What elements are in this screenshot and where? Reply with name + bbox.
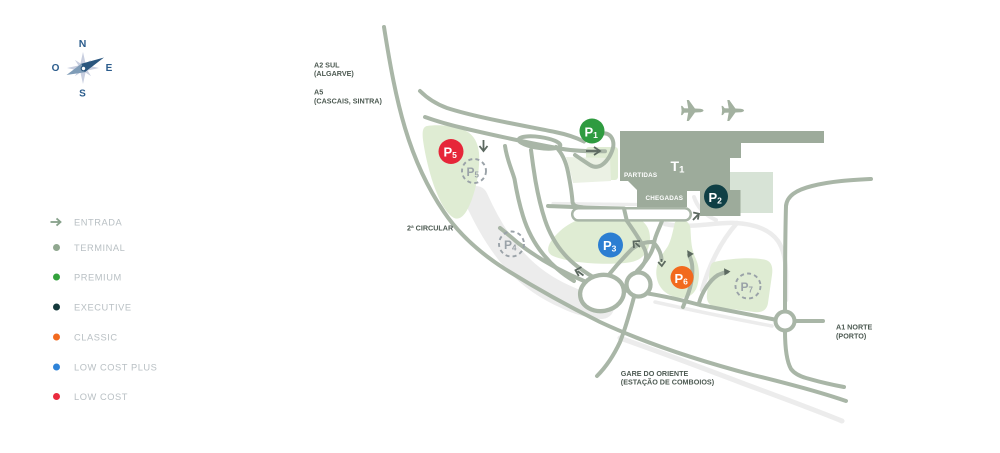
svg-text:(PORTO): (PORTO) [836,331,867,340]
svg-text:S: S [79,89,86,100]
svg-text:EXECUTIVE: EXECUTIVE [74,302,132,312]
svg-text:(ESTAÇÃO DE COMBOIOS): (ESTAÇÃO DE COMBOIOS) [621,378,715,387]
svg-text:TERMINAL: TERMINAL [74,243,125,253]
svg-text:PREMIUM: PREMIUM [74,272,122,282]
svg-text:CLASSIC: CLASSIC [74,332,118,342]
svg-text:A1 NORTE: A1 NORTE [836,323,873,332]
svg-text:GARE DO ORIENTE: GARE DO ORIENTE [621,369,689,378]
svg-text:LOW COST PLUS: LOW COST PLUS [74,362,157,372]
svg-text:PARTIDAS: PARTIDAS [624,172,657,179]
svg-text:CHEGADAS: CHEGADAS [646,195,684,202]
svg-text:2ª CIRCULAR: 2ª CIRCULAR [407,224,454,233]
svg-text:A2 SUL: A2 SUL [314,61,340,70]
svg-text:O: O [52,63,60,74]
svg-text:A5: A5 [314,88,323,97]
svg-text:E: E [106,63,113,74]
svg-text:(ALGARVE): (ALGARVE) [314,69,354,78]
svg-text:ENTRADA: ENTRADA [74,217,123,227]
svg-text:LOW COST: LOW COST [74,392,128,402]
svg-text:(CASCAIS, SINTRA): (CASCAIS, SINTRA) [314,96,382,105]
svg-text:N: N [79,38,87,50]
